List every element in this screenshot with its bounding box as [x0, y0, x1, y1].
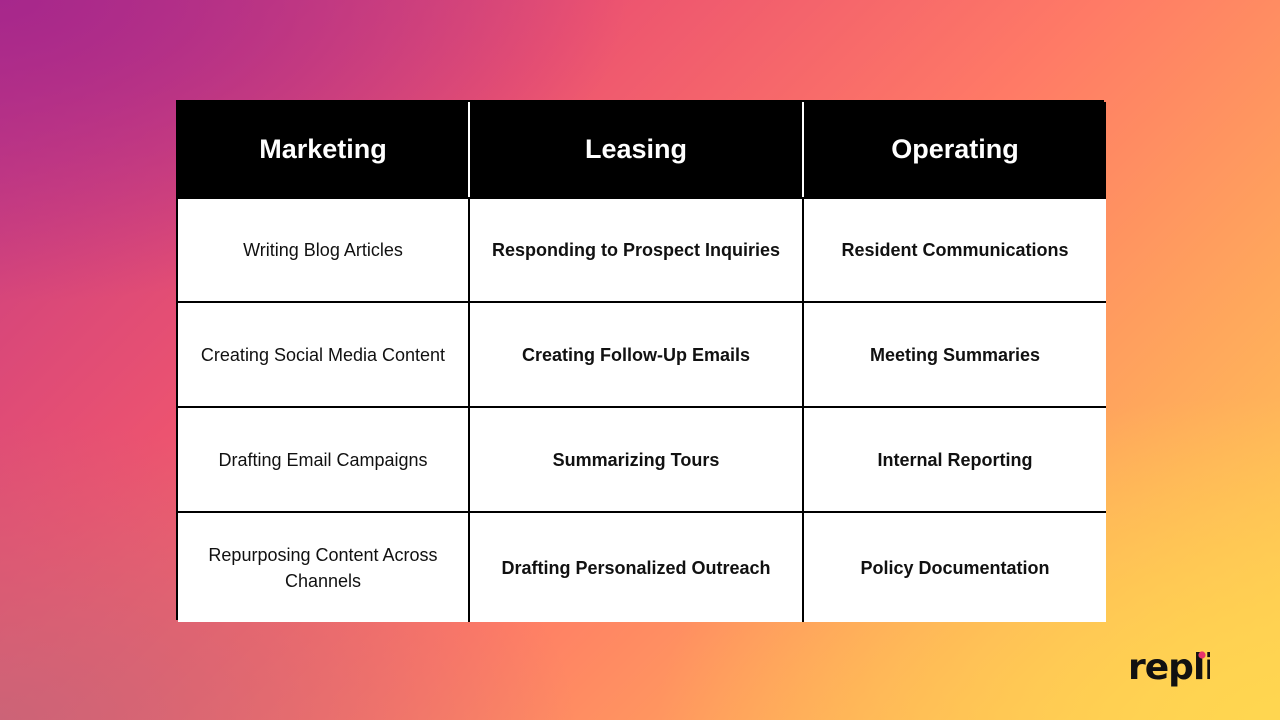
table-cell: Meeting Summaries [804, 301, 1106, 406]
table-cell: Policy Documentation [804, 511, 1106, 622]
table-cell: Creating Social Media Content [178, 301, 470, 406]
repli-logo-text: repli [1128, 647, 1210, 688]
table-cell: Summarizing Tours [470, 406, 804, 511]
table-cell: Repurposing Content Across Channels [178, 511, 470, 622]
table-cell: Responding to Prospect Inquiries [470, 197, 804, 301]
table-cell: Drafting Personalized Outreach [470, 511, 804, 622]
logo-dot-icon [1198, 651, 1206, 659]
table-cell: Writing Blog Articles [178, 197, 470, 301]
table-cell: Creating Follow-Up Emails [470, 301, 804, 406]
header-marketing: Marketing [178, 102, 470, 197]
table-cell: Resident Communications [804, 197, 1106, 301]
repli-logo: repli [1128, 647, 1210, 688]
task-table: Marketing Leasing Operating Writing Blog… [176, 100, 1106, 622]
table-cell: Internal Reporting [804, 406, 1106, 511]
table-cell: Drafting Email Campaigns [178, 406, 470, 511]
header-operating: Operating [804, 102, 1106, 197]
header-leasing: Leasing [470, 102, 804, 197]
